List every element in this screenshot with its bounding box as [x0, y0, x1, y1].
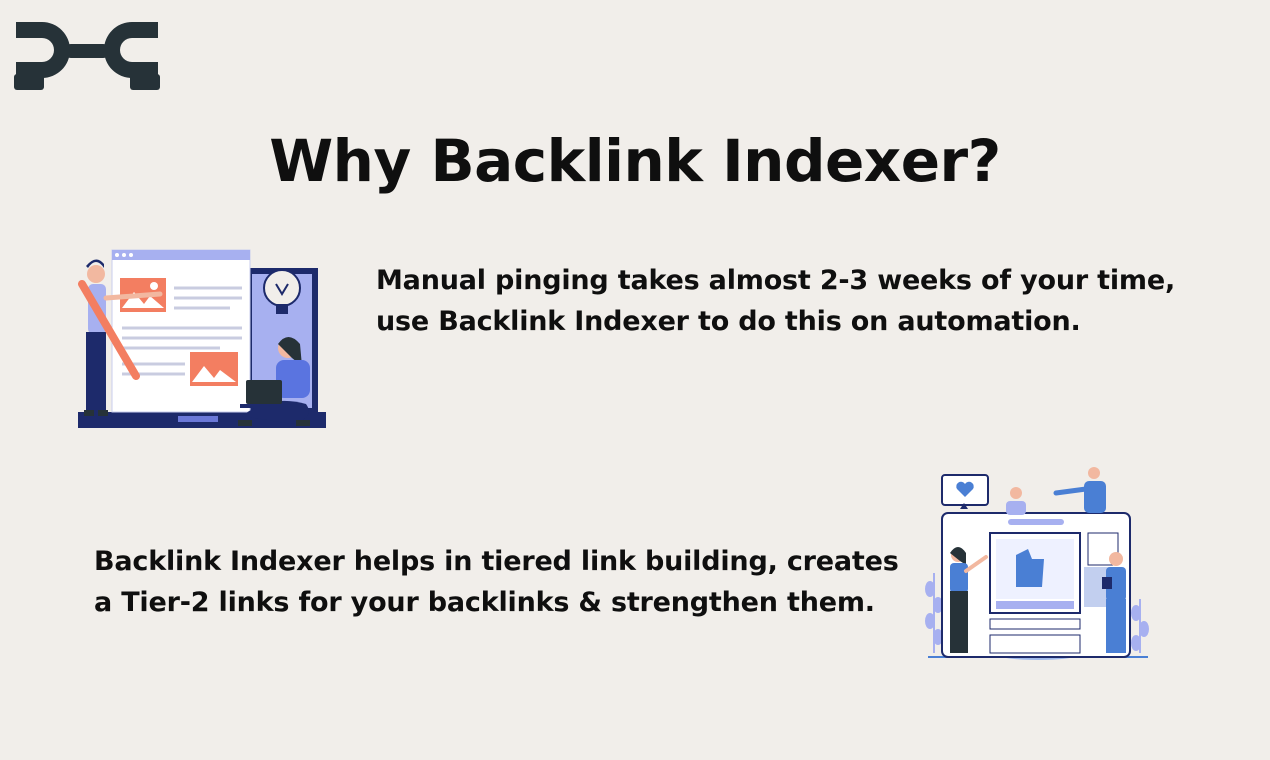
chain-link-logo-icon	[14, 22, 160, 90]
page-title: Why Backlink Indexer?	[269, 127, 1001, 195]
benefit-line: a Tier-2 links for your backlinks & stre…	[94, 586, 875, 618]
benefit-line: use Backlink Indexer to do this on autom…	[376, 305, 1081, 337]
social-engagement-illustration-icon	[925, 467, 1149, 660]
benefit-manual-pinging: Manual pinging takes almost 2-3 weeks of…	[376, 261, 1256, 342]
benefit-line: Backlink Indexer helps in tiered link bu…	[94, 546, 899, 577]
benefit-tiered-links: Backlink Indexer helps in tiered link bu…	[94, 542, 934, 623]
content-creation-illustration-icon	[78, 249, 326, 428]
benefit-line: Manual pinging takes almost 2-3 weeks of…	[376, 265, 1176, 296]
